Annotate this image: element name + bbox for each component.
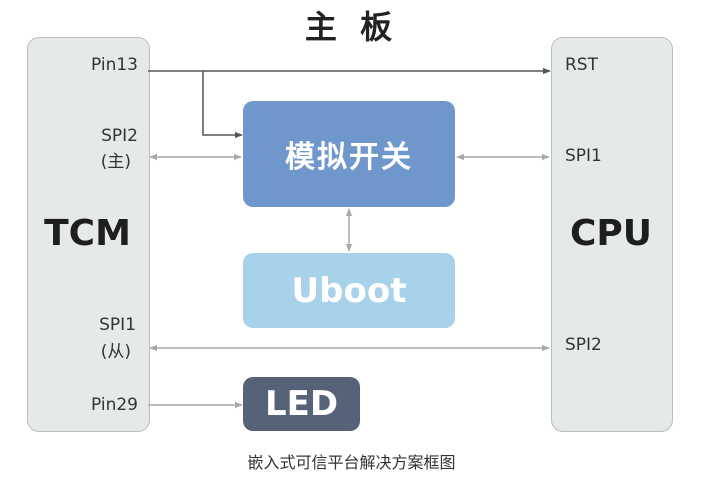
tcm-pin13-label: Pin13: [90, 55, 138, 75]
cpu-spi1-label: SPI1: [565, 146, 602, 166]
pin13-to-switch-arrow: [202, 71, 243, 139]
cpu-spi2-label: SPI2: [565, 335, 602, 355]
tcm-pin29-label: Pin29: [90, 395, 138, 415]
tcm-panel: [27, 37, 150, 432]
diagram-title: 主 板: [304, 8, 399, 46]
analog-switch-block: 模拟开关: [243, 101, 455, 207]
led-block: LED: [243, 377, 360, 431]
uboot-block: Uboot: [243, 253, 455, 328]
tcm-spi2-role-label: (主): [100, 152, 131, 172]
figure-caption: 嵌入式可信平台解决方案框图: [247, 453, 456, 472]
tcm-title: TCM: [44, 213, 131, 254]
cpu-rst-label: RST: [565, 55, 598, 75]
tcm-spi1-label: SPI1: [99, 315, 136, 335]
tcm-spi2-label: SPI2: [101, 126, 138, 146]
cpu-title: CPU: [569, 213, 653, 254]
cpu-panel: [551, 37, 673, 432]
tcm-spi1-role-label: (从): [100, 342, 131, 362]
